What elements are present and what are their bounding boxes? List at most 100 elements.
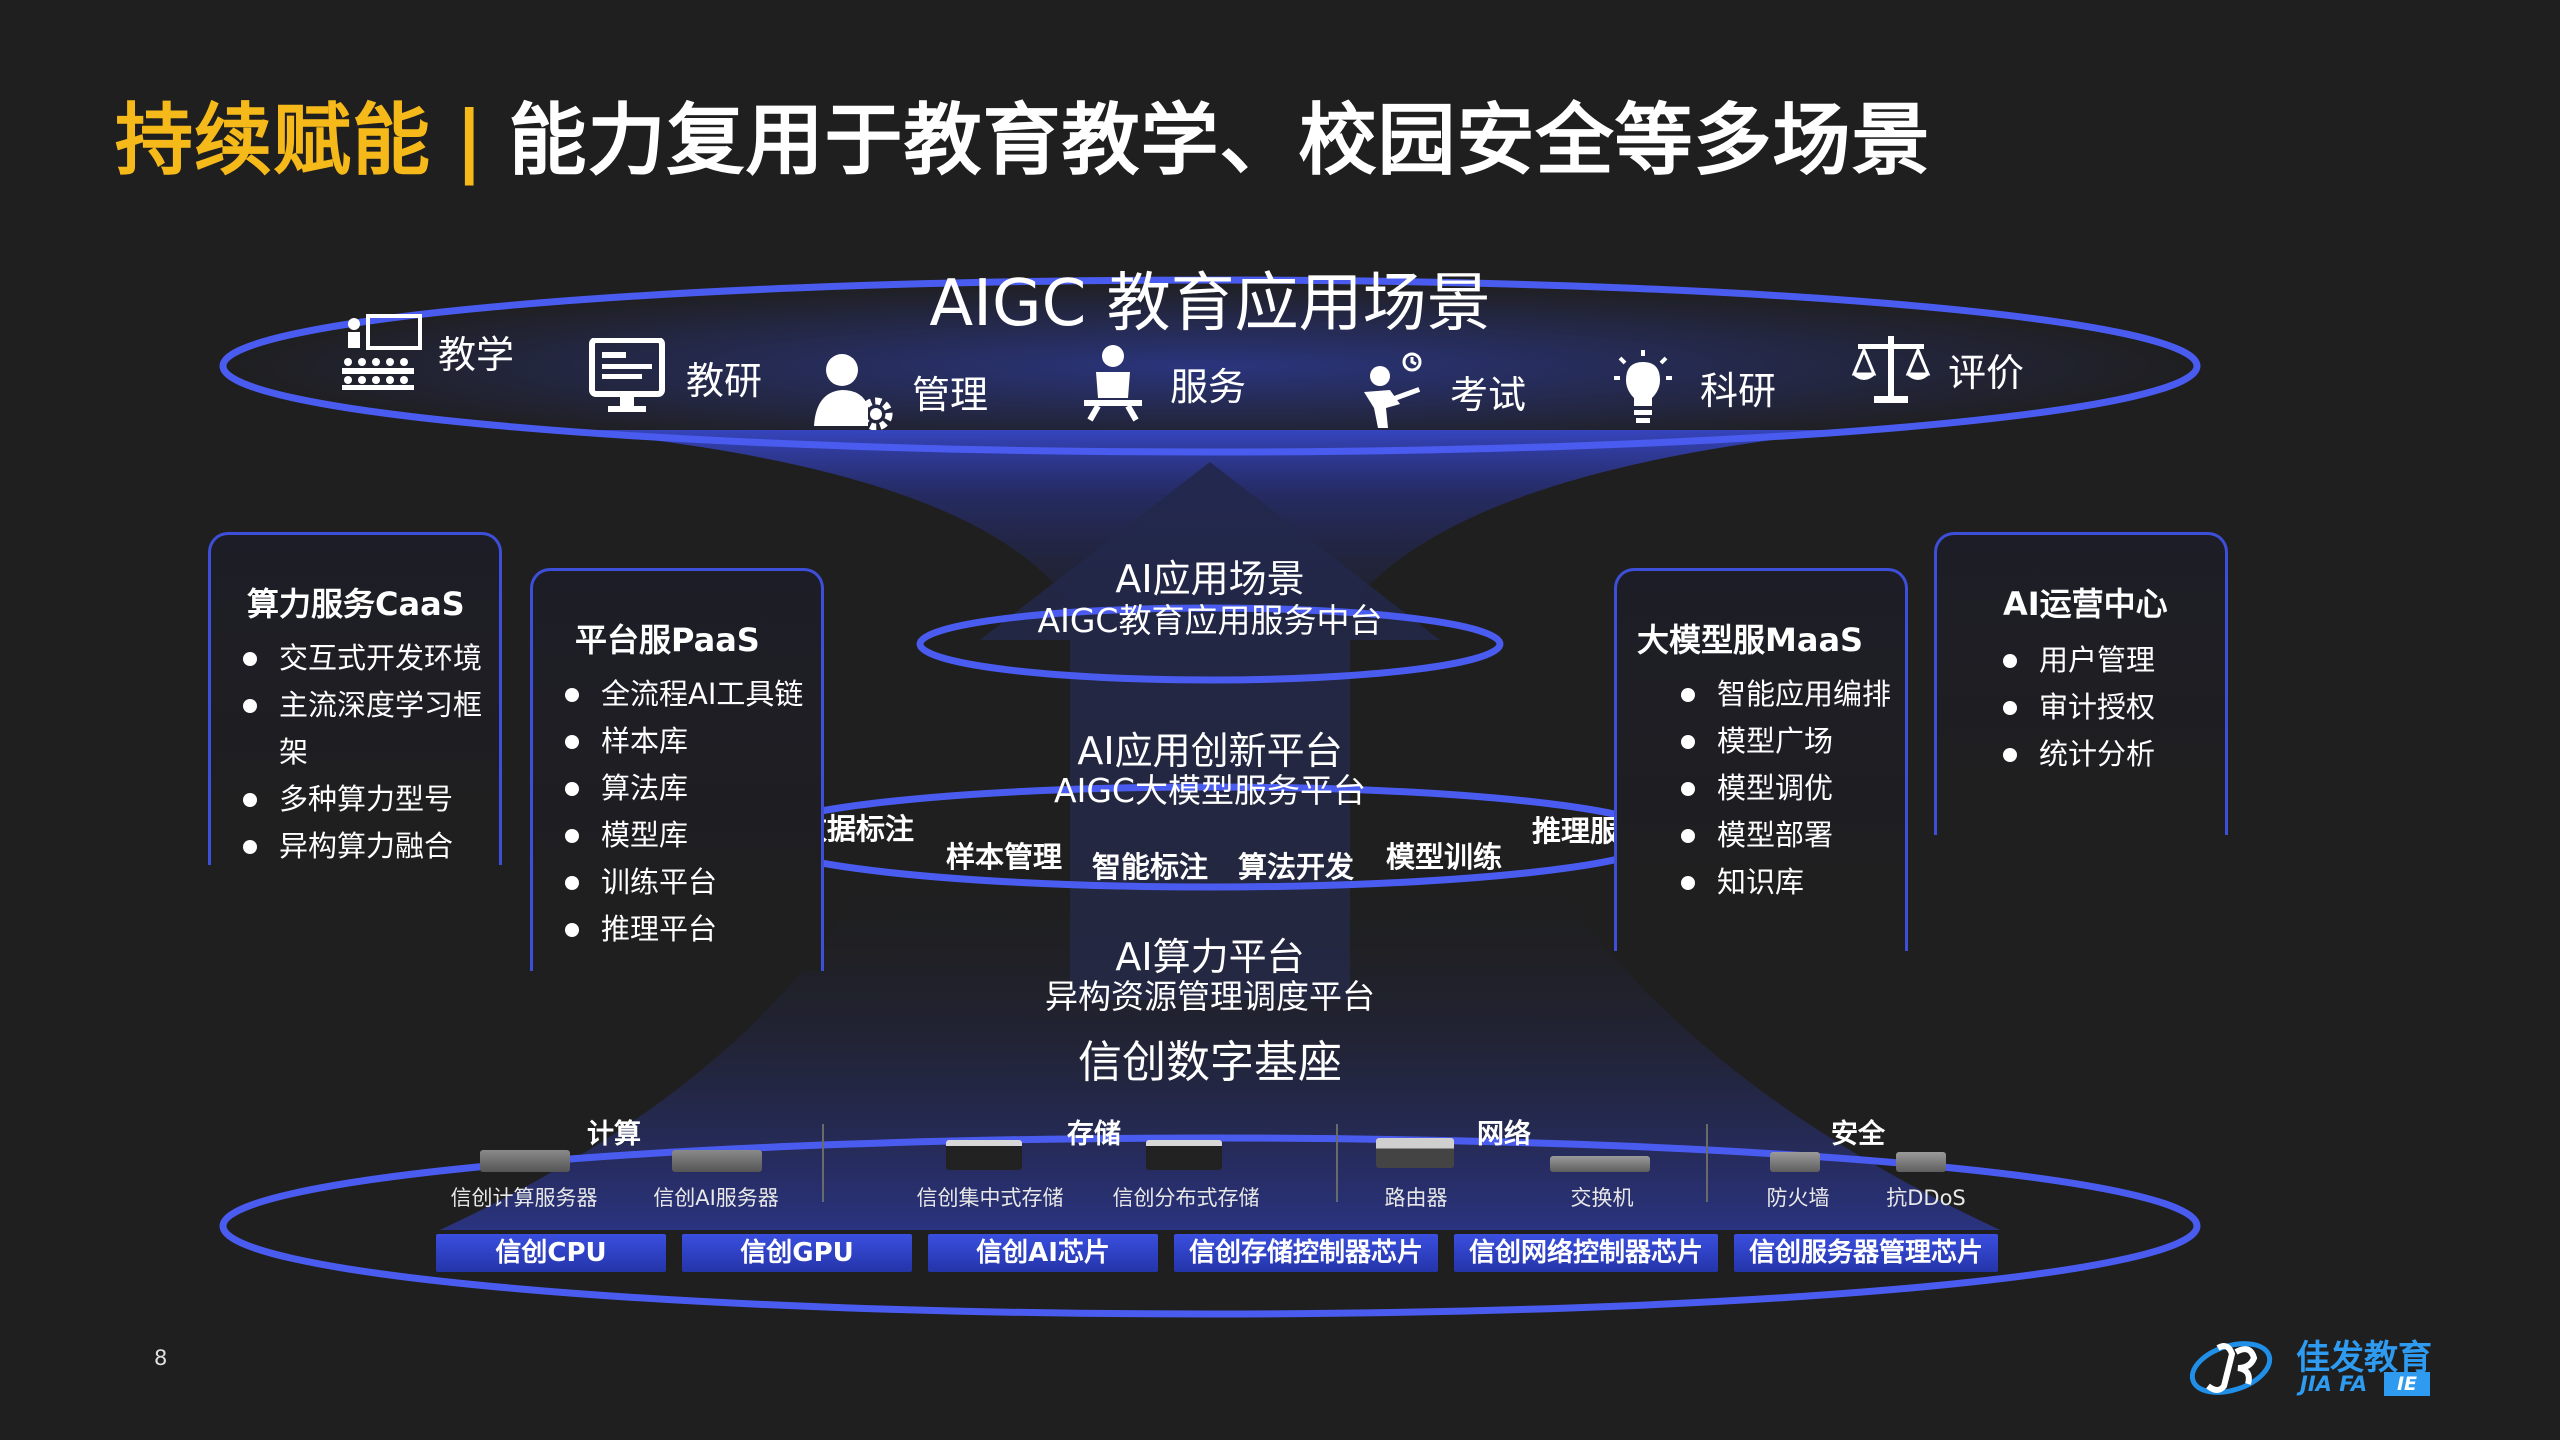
device-label: 路由器 (1384, 1186, 1448, 1210)
exam-person-icon (1364, 352, 1422, 428)
scene-teaching[interactable]: 教学 (338, 312, 514, 390)
list-item: 推理平台 (563, 906, 803, 953)
app-layer-title: AI应用场景 (1115, 557, 1305, 601)
ring-item-model-training[interactable]: 模型训练 (1386, 840, 1503, 874)
list-item: 模型库 (563, 812, 803, 859)
upward-arrow (980, 462, 1440, 1000)
panel-title: 平台服PaaS (575, 621, 760, 659)
chip-storage-controller: 信创存储控制器芯片 (1174, 1234, 1438, 1272)
device-label: 信创AI服务器 (653, 1186, 779, 1210)
chip-cpu: 信创CPU (436, 1234, 666, 1272)
panel-list: 智能应用编排 模型广场 模型调优 模型部署 知识库 (1679, 671, 1891, 906)
list-item: 训练平台 (563, 859, 803, 906)
scene-label: 管理 (912, 372, 989, 417)
list-item: 模型广场 (1679, 718, 1891, 765)
list-item: 审计授权 (2001, 684, 2155, 731)
app-ring (916, 604, 1504, 684)
device-label: 信创分布式存储 (1112, 1186, 1260, 1210)
scene-label: 教学 (438, 332, 515, 377)
panel-paas: 平台服PaaS 全流程AI工具链 样本库 算法库 模型库 训练平台 推理平台 (530, 568, 824, 971)
panel-title: AI运营中心 (2003, 585, 2168, 623)
list-item: 多种算力型号 (241, 776, 482, 823)
ai-server-image (672, 1150, 762, 1172)
compute-server-image (480, 1150, 570, 1172)
compute-layer-title: AI算力平台 (1115, 935, 1305, 979)
scene-title: AIGC 教育应用场景 (929, 267, 1491, 341)
scene-label: 教研 (686, 358, 763, 403)
innovation-layer-title: AI应用创新平台 (1077, 729, 1343, 773)
company-logo: 佳发教育 JIA FA IE (2188, 1330, 2448, 1402)
logo-cn-text: 佳发教育 (2296, 1338, 2432, 1378)
anti-ddos-image (1896, 1152, 1946, 1172)
ring-item-sample-management[interactable]: 样本管理 (946, 840, 1063, 874)
base-layer-title: 信创数字基座 (1078, 1037, 1342, 1088)
scene-label: 评价 (1948, 350, 2025, 395)
scales-icon (1851, 336, 1931, 403)
scene-exam[interactable]: 考试 (1350, 352, 1526, 430)
logo-badge: IE (2384, 1372, 2430, 1396)
app-layer-subtitle: AIGC教育应用服务中台 (1037, 601, 1383, 640)
list-item: 知识库 (1679, 859, 1891, 906)
ring-item-algorithm-dev[interactable]: 算法开发 (1238, 850, 1355, 884)
distributed-storage-image (1146, 1140, 1222, 1170)
divider (822, 1124, 824, 1202)
list-item: 算法库 (563, 765, 803, 812)
chip-gpu: 信创GPU (682, 1234, 912, 1272)
switch-image (1550, 1156, 1650, 1172)
scene-ring (219, 276, 2201, 456)
chip-network-controller: 信创网络控制器芯片 (1454, 1234, 1718, 1272)
divider (1336, 1124, 1338, 1202)
classroom-icon (342, 314, 422, 390)
title-highlight: 持续赋能 (115, 96, 432, 186)
logo-en-text: JIA FA (2300, 1372, 2368, 1396)
list-item: 统计分析 (2001, 731, 2155, 778)
ring-item-smart-annotation[interactable]: 智能标注 (1092, 850, 1209, 884)
category-compute: 计算 (587, 1119, 641, 1150)
device-label: 信创集中式存储 (916, 1186, 1064, 1210)
base-ring (219, 1134, 2201, 1318)
router-image (1376, 1138, 1454, 1168)
device-label: 交换机 (1570, 1186, 1634, 1210)
list-item: 智能应用编排 (1679, 671, 1891, 718)
title-rest: 能力复用于教育教学、校园安全等多场景 (508, 96, 1931, 186)
scene-label: 考试 (1450, 372, 1527, 417)
list-item: 主流深度学习框 (241, 682, 482, 729)
logo-mark-icon (2189, 1341, 2273, 1395)
scene-science[interactable]: 科研 (1600, 348, 1776, 426)
slide-title: 持续赋能 | 能力复用于教育教学、校园安全等多场景 (115, 78, 1931, 190)
panel-list: 用户管理 审计授权 统计分析 (2001, 637, 2155, 778)
scene-label: 科研 (1700, 368, 1777, 413)
list-item: 用户管理 (2001, 637, 2155, 684)
list-item: 交互式开发环境 (241, 635, 482, 682)
category-network: 网络 (1477, 1119, 1531, 1150)
device-label: 防火墙 (1766, 1186, 1830, 1210)
scene-research[interactable]: 教研 (586, 338, 762, 416)
user-gear-icon (814, 354, 893, 430)
monitor-icon (589, 338, 665, 412)
firewall-image (1770, 1152, 1820, 1172)
title-separator: | (455, 96, 485, 186)
compute-layer-subtitle: 异构资源管理调度平台 (1045, 977, 1375, 1016)
panel-list: 交互式开发环境 主流深度学习框 架 多种算力型号 异构算力融合 (241, 635, 482, 870)
list-item: 模型部署 (1679, 812, 1891, 859)
list-item: 样本库 (563, 718, 803, 765)
chip-ai: 信创AI芯片 (928, 1234, 1158, 1272)
lower-funnel (440, 870, 2000, 1230)
category-storage: 存储 (1067, 1119, 1121, 1150)
category-security: 安全 (1831, 1119, 1885, 1150)
central-storage-image (946, 1140, 1022, 1170)
list-item: 模型调优 (1679, 765, 1891, 812)
chip-server-management: 信创服务器管理芯片 (1734, 1234, 1998, 1272)
divider (1706, 1124, 1708, 1202)
page-number: 8 (154, 1346, 168, 1370)
panel-title: 大模型服MaaS (1637, 621, 1864, 659)
scene-management[interactable]: 管理 (812, 352, 988, 430)
panel-ops-center: AI运营中心 用户管理 审计授权 统计分析 (1934, 532, 2228, 835)
list-item-continuation: 架 (279, 735, 309, 769)
panel-caas: 算力服务CaaS 交互式开发环境 主流深度学习框 架 多种算力型号 异构算力融合 (208, 532, 502, 865)
scene-evaluation[interactable]: 评价 (1848, 330, 2024, 408)
panel-list: 全流程AI工具链 样本库 算法库 模型库 训练平台 推理平台 (563, 671, 803, 953)
device-label: 抗DDoS (1886, 1186, 1966, 1210)
scene-service[interactable]: 服务 (1070, 344, 1246, 422)
scene-label: 服务 (1170, 364, 1247, 409)
